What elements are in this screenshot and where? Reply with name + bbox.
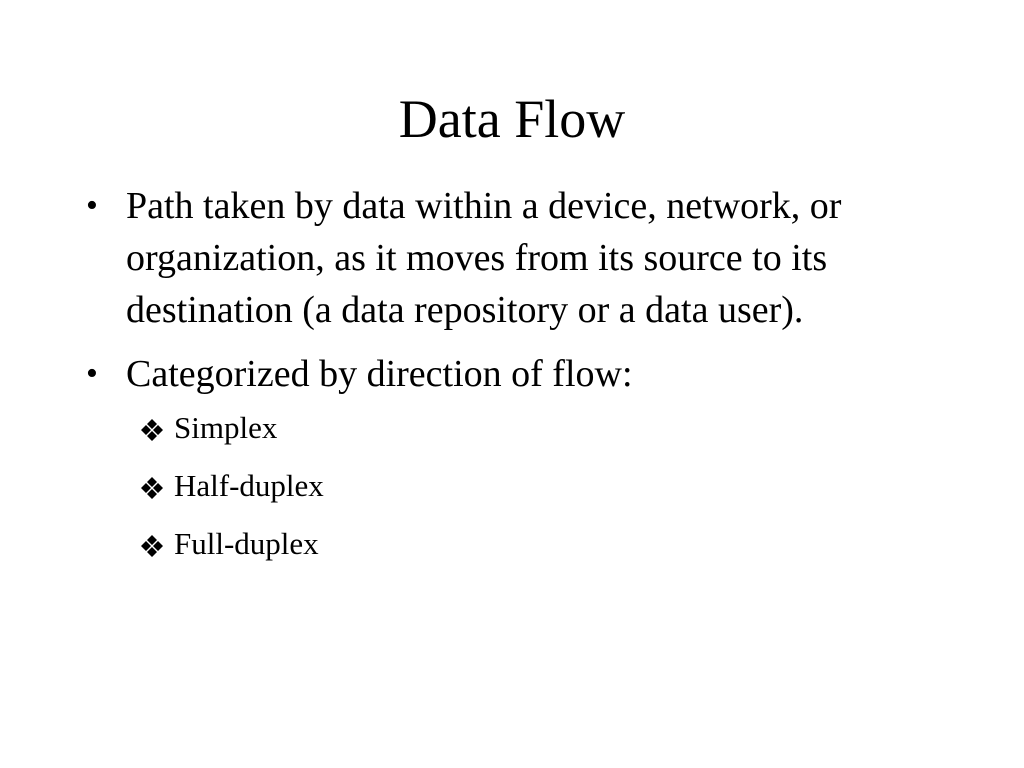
sub-bullet-text: Simplex [174,410,278,445]
sub-bullet-item-full-duplex: Full-duplex [137,524,964,564]
diamond-cluster-icon [141,477,163,499]
bullet-item-categorized: • Categorized by direction of flow: Simp… [84,348,964,564]
diamond-cluster-icon [141,535,163,557]
sub-bullet-item-half-duplex: Half-duplex [137,466,964,506]
sub-bullet-list: Simplex Half-duplex Full-duplex [126,408,964,564]
bullet-text: Categorized by direction of flow: [126,353,633,395]
bullet-item-data-flow-definition: • Path taken by data within a device, ne… [84,180,964,336]
bullet-marker: • [86,355,98,392]
sub-bullet-text: Half-duplex [174,468,324,503]
diamond-cluster-icon [141,419,163,441]
sub-bullet-text: Full-duplex [174,526,319,561]
sub-bullet-item-simplex: Simplex [137,408,964,448]
bullet-text: Path taken by data within a device, netw… [126,185,842,331]
bullet-marker: • [86,187,98,224]
bullet-list: • Path taken by data within a device, ne… [84,180,964,582]
slide-title: Data Flow [398,89,626,149]
